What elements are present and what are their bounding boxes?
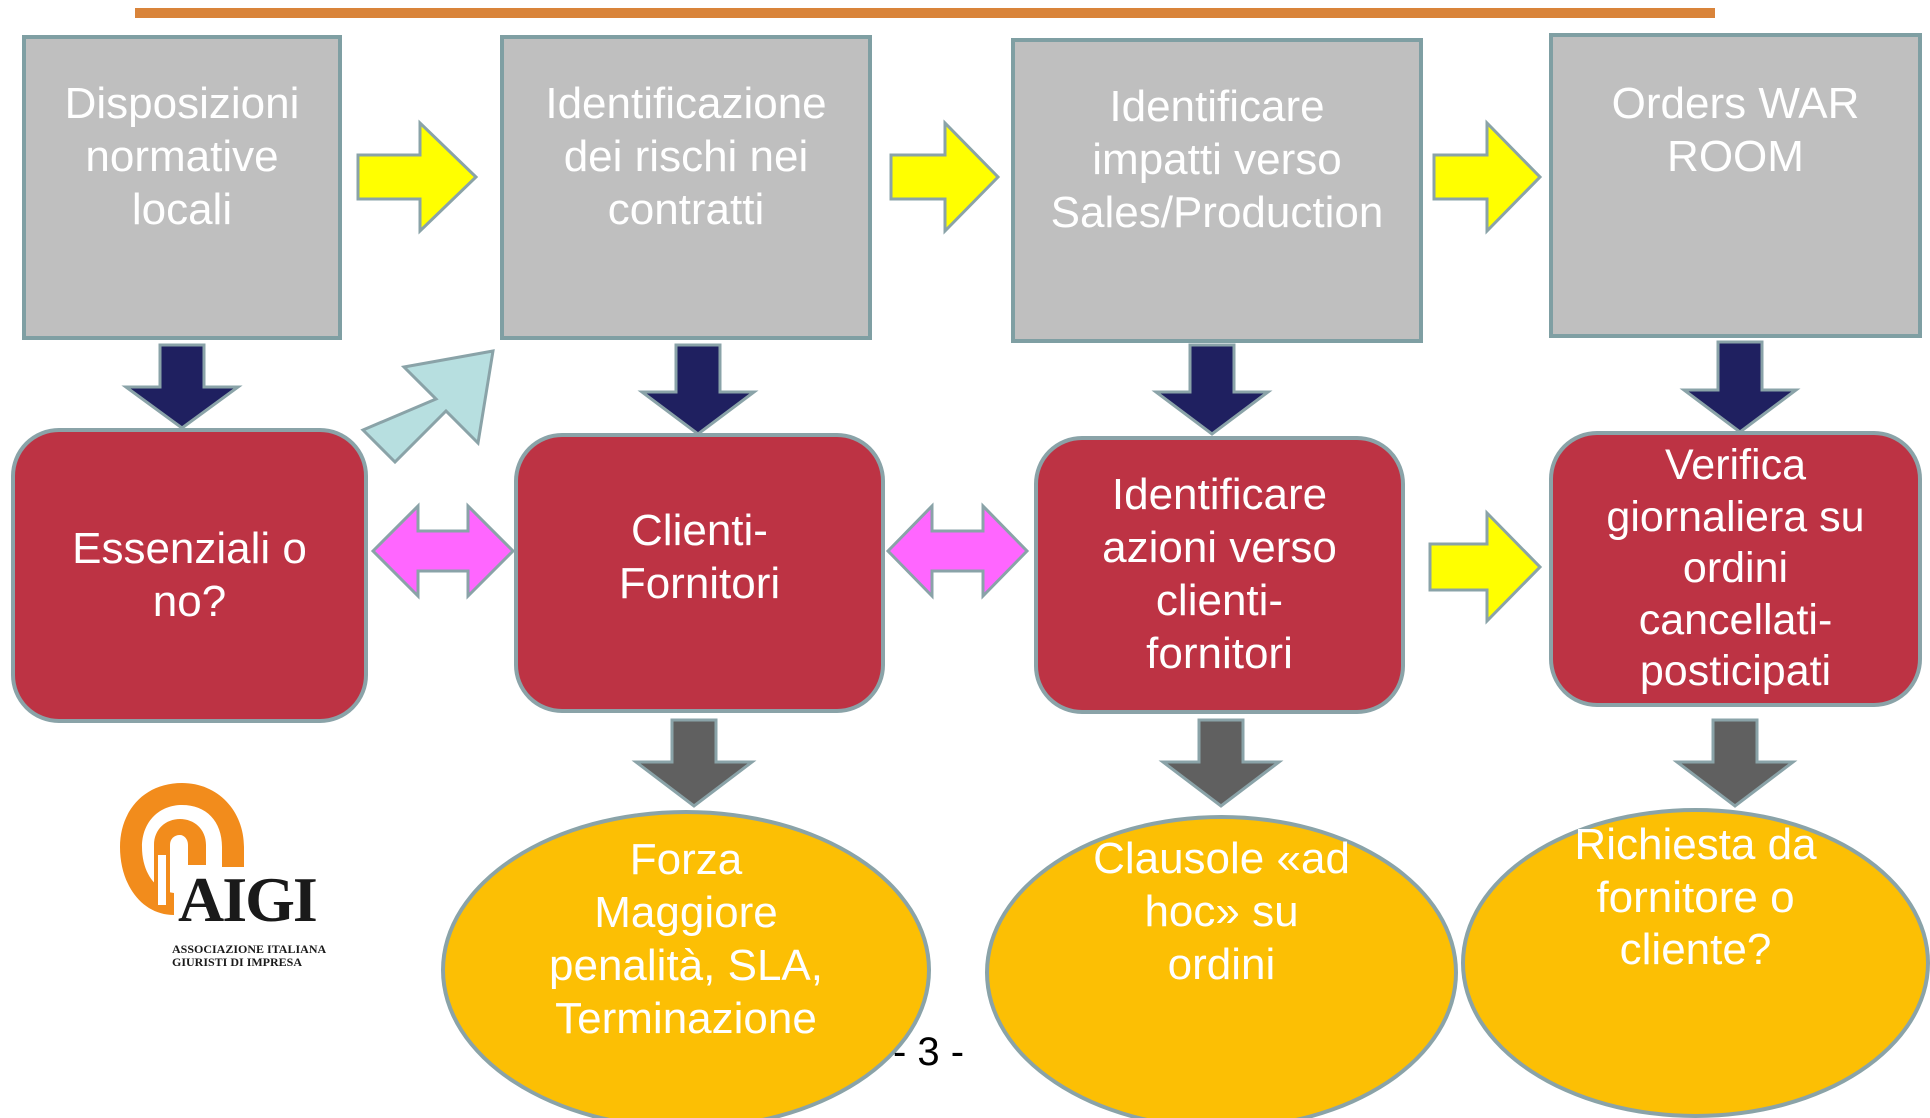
box-identificazione-rischi: Identificazione dei rischi nei contratti — [500, 35, 872, 340]
box-identificare-impatti: Identificare impatti verso Sales/Product… — [1011, 38, 1423, 343]
arrow-down-gray-2 — [1158, 718, 1284, 808]
box-disposizioni: Disposizioni normative locali — [22, 35, 342, 340]
arrow-double-1 — [370, 502, 516, 600]
box-essenziali-text: Essenziali o no? — [72, 523, 307, 626]
arrow-right-1 — [356, 119, 479, 235]
arrow-down-1 — [121, 343, 243, 430]
box-identificare-impatti-text: Identificare impatti verso Sales/Product… — [1050, 82, 1384, 237]
arrow-down-3 — [1151, 343, 1273, 436]
arrow-right-3 — [1432, 119, 1543, 235]
box-clienti-fornitori: Clienti- Fornitori — [514, 433, 885, 713]
aigi-logo: AIGI ASSOCIAZIONE ITALIANA GIURISTI DI I… — [112, 775, 342, 975]
oval-clausole-text: Clausole «ad hoc» su ordini — [1093, 834, 1350, 989]
box-clienti-fornitori-text: Clienti- Fornitori — [618, 506, 781, 608]
page-number: - 3 - — [893, 1030, 965, 1074]
arrow-down-2 — [637, 343, 759, 436]
oval-forza-maggiore-text: Forza Maggiore penalità, SLA, Terminazio… — [549, 835, 823, 1043]
arrow-diagonal — [360, 349, 495, 465]
oval-forza-maggiore: Forza Maggiore penalità, SLA, Terminazio… — [441, 810, 931, 1118]
arrow-down-gray-3 — [1672, 718, 1798, 808]
top-rule — [135, 8, 1715, 18]
box-verifica-giornaliera-text: Verifica giornaliera su ordini cancellat… — [1606, 441, 1865, 696]
arrow-right-4 — [1428, 509, 1543, 625]
aigi-logo-mark-icon — [120, 783, 244, 915]
arrow-double-2 — [885, 502, 1030, 600]
aigi-logo-subtitle: ASSOCIAZIONE ITALIANA GIURISTI DI IMPRES… — [172, 942, 327, 970]
oval-richiesta-text: Richiesta da fornitore o cliente? — [1574, 819, 1817, 975]
box-identificare-azioni: Identificare azioni verso clienti- forni… — [1034, 436, 1405, 714]
box-war-room-text: Orders WAR ROOM — [1611, 78, 1860, 181]
box-identificazione-rischi-text: Identificazione dei rischi nei contratti — [545, 79, 827, 234]
box-identificare-azioni-text: Identificare azioni verso clienti- forni… — [1102, 470, 1337, 678]
arrow-down-gray-1 — [631, 718, 757, 808]
oval-richiesta: Richiesta da fornitore o cliente? — [1461, 808, 1930, 1118]
arrow-down-4 — [1679, 340, 1801, 434]
box-war-room: Orders WAR ROOM — [1549, 33, 1922, 338]
box-disposizioni-text: Disposizioni normative locali — [64, 79, 300, 234]
box-essenziali: Essenziali o no? — [11, 428, 368, 723]
aigi-logo-name: AIGI — [178, 864, 318, 935]
arrow-right-2 — [889, 119, 1001, 235]
box-verifica-giornaliera: Verifica giornaliera su ordini cancellat… — [1549, 431, 1922, 707]
oval-clausole: Clausole «ad hoc» su ordini — [985, 815, 1458, 1118]
